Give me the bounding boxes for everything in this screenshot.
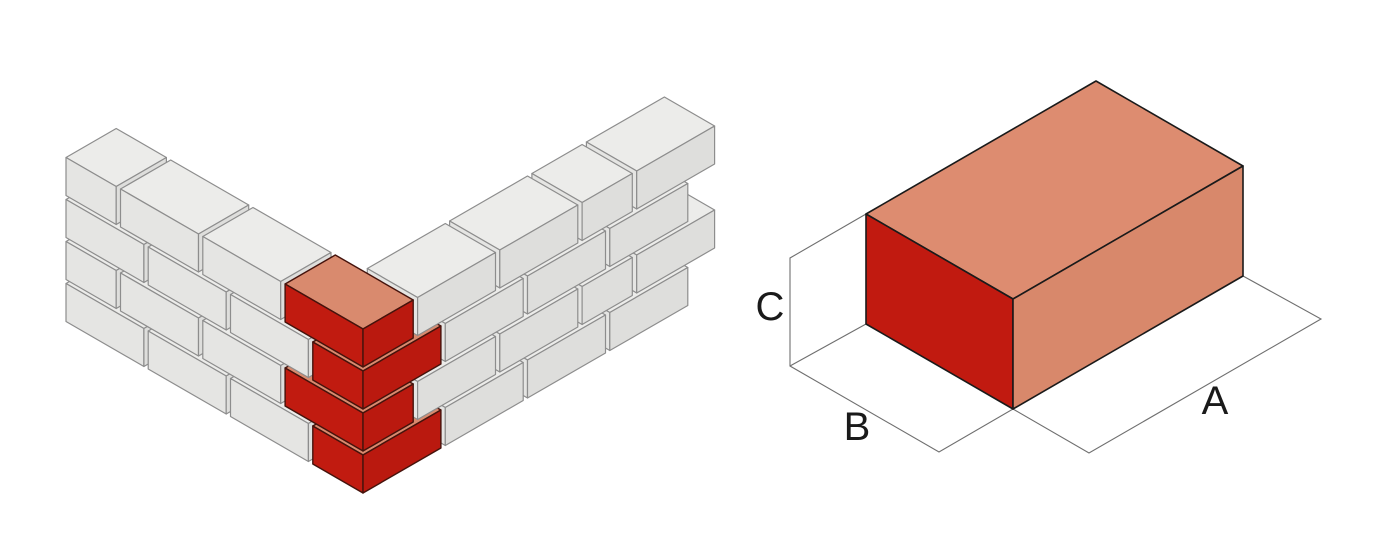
corner-brick-right-face [362,409,442,494]
corner-brick-right-face [362,325,442,410]
wall-brick-right-face [609,182,689,268]
wall-brick-right-face [581,172,633,242]
wall-brick-right-face [526,314,607,399]
corner-brick-right-face [362,383,414,452]
wall-brick-right-face [417,335,497,421]
wall-brick-right-face [444,361,524,447]
dimension-label-c: C [756,285,785,329]
wall-brick-right-face [444,277,524,363]
dimension-label-b: B [844,405,871,449]
wall-brick-right-face [636,125,716,210]
wall-brick-right-face [636,209,716,294]
wall-brick-right-face [609,266,689,352]
wall-brick-right-face [499,204,579,289]
wall-brick-right-face [417,251,497,337]
dimension-guide-line [789,213,1323,454]
dimension-label-a: A [1202,379,1229,423]
wall-brick-right-face [581,256,633,326]
single-brick [865,80,1244,410]
dimension-guide-connector [789,323,867,367]
wall-brick-right-face [499,288,579,373]
corner-brick-right-face [362,299,414,368]
wall-brick-right-face [526,230,607,315]
single-brick-figure: C B A [756,80,1323,454]
brick-right-face [1012,165,1244,410]
brick-wall-corner-figure [65,96,716,494]
